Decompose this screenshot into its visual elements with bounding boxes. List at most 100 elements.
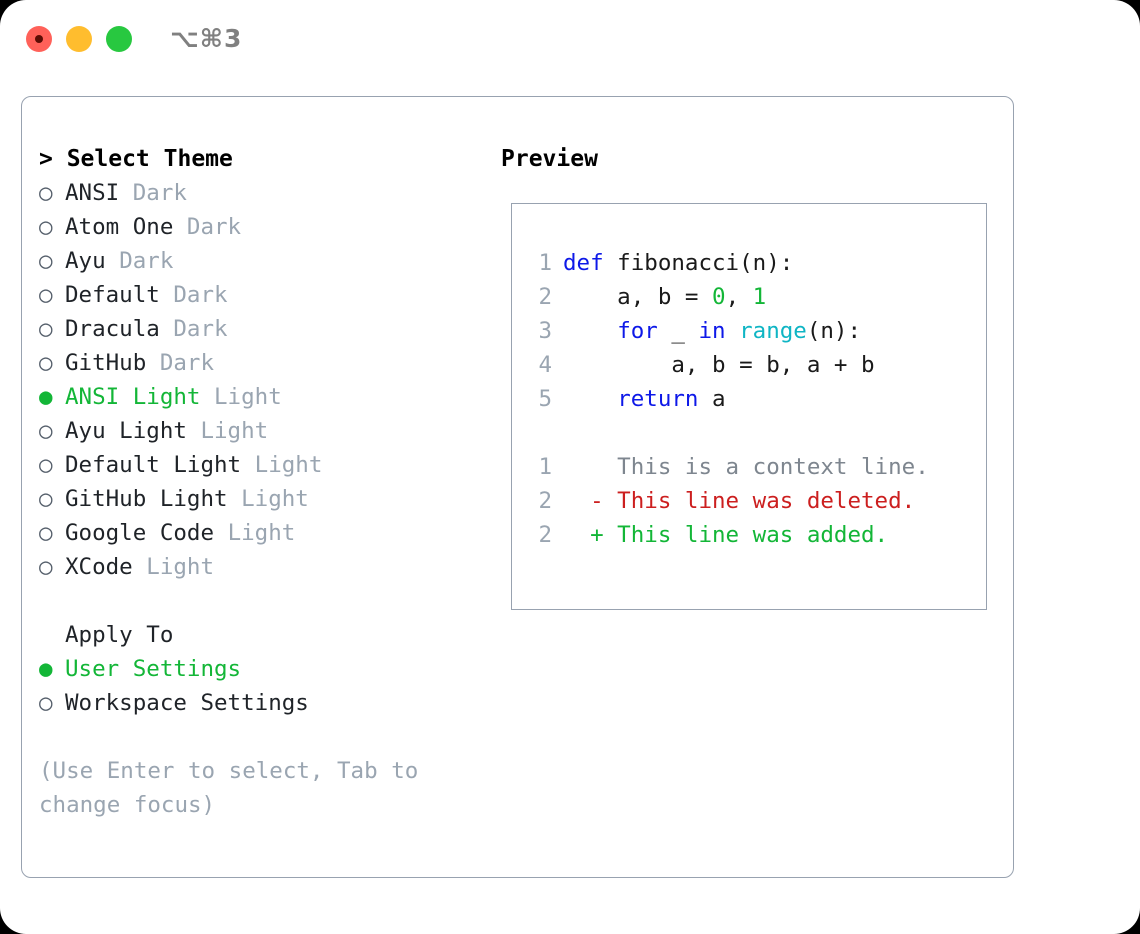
- theme-variant-tag: Dark: [159, 350, 215, 376]
- apply-to-option-workspace-settings[interactable]: ○ Workspace Settings: [39, 686, 499, 720]
- radio-unselected-icon: ○: [39, 520, 53, 546]
- code-token: in: [698, 318, 726, 344]
- theme-list[interactable]: ○ANSI Dark○Atom One Dark○Ayu Dark○Defaul…: [39, 176, 499, 584]
- radio-unselected-icon: ○: [39, 180, 53, 206]
- theme-variant-tag: Light: [254, 452, 323, 478]
- theme-name: ANSI: [65, 180, 133, 206]
- line-number: 2: [538, 284, 552, 310]
- minimize-button[interactable]: [66, 26, 92, 52]
- theme-name: ANSI Light: [65, 384, 215, 410]
- radio-unselected-icon: ○: [39, 690, 53, 716]
- recording-indicator-icon: [35, 35, 43, 43]
- preview-title: Preview: [501, 146, 598, 172]
- theme-option-xcode[interactable]: ○ XCode Light: [39, 550, 499, 584]
- apply-to-header: Apply To: [65, 622, 174, 648]
- diff-line: 2 + This line was added.: [526, 518, 980, 552]
- theme-variant-tag: Light: [241, 486, 309, 512]
- radio-selected-icon: ●: [39, 384, 53, 410]
- radio-unselected-icon: ○: [39, 418, 53, 444]
- radio-unselected-icon: ○: [39, 350, 53, 376]
- theme-option-dracula[interactable]: ○ Dracula Dark: [39, 312, 499, 346]
- line-number: 2: [538, 522, 552, 548]
- code-token: a: [698, 386, 726, 412]
- theme-name: Default: [65, 282, 174, 308]
- theme-option-default[interactable]: ○Default Dark: [39, 278, 499, 312]
- code-token: a, b =: [563, 284, 713, 310]
- radio-unselected-icon: ○: [39, 486, 53, 512]
- line-number: 1: [538, 250, 552, 276]
- line-number: 2: [538, 488, 552, 514]
- code-token: 0: [712, 284, 726, 310]
- apply-to-label: User Settings: [65, 656, 242, 682]
- theme-variant-tag: Dark: [119, 248, 174, 274]
- line-number: 4: [538, 352, 552, 378]
- theme-option-ansi-light[interactable]: ● ANSI Light Light: [39, 380, 499, 414]
- code-token: (n):: [806, 318, 862, 344]
- apply-to-group[interactable]: ● User Settings ○ Workspace Settings: [39, 652, 499, 720]
- theme-name: GitHub Light: [65, 486, 242, 512]
- zoom-button[interactable]: [106, 26, 132, 52]
- code-line: 5 return a: [526, 382, 980, 416]
- theme-option-ayu-light[interactable]: ○ Ayu Light Light: [39, 414, 499, 448]
- code-line: 2 a, b = 0, 1: [526, 280, 980, 314]
- code-token: for: [617, 318, 658, 344]
- diff-line: 1 This is a context line.: [526, 450, 980, 484]
- theme-variant-tag: Light: [200, 418, 269, 444]
- theme-variant-tag: Dark: [173, 316, 228, 342]
- code-token: ,: [725, 284, 753, 310]
- theme-variant-tag: Dark: [186, 214, 242, 240]
- line-number: 5: [538, 386, 552, 412]
- theme-variant-tag: Light: [214, 384, 282, 410]
- diff-text: + This line was added.: [563, 522, 889, 548]
- theme-name: Ayu Light: [65, 418, 201, 444]
- theme-option-default-light[interactable]: ○Default Light Light: [39, 448, 499, 482]
- apply-to-label: Workspace Settings: [65, 690, 309, 716]
- theme-option-github[interactable]: ○ GitHub Dark: [39, 346, 499, 380]
- theme-variant-tag: Light: [146, 554, 215, 580]
- code-token: [563, 318, 617, 344]
- content-panel: > Select Theme ○ANSI Dark○Atom One Dark○…: [21, 96, 1014, 878]
- theme-option-google-code[interactable]: ○ Google Code Light: [39, 516, 499, 550]
- code-token: a, b = b, a + b: [563, 352, 875, 378]
- theme-name: Google Code: [65, 520, 228, 546]
- code-token: def: [563, 250, 604, 276]
- line-number: 1: [538, 454, 552, 480]
- keyboard-shortcut-label: ⌥⌘3: [170, 24, 243, 53]
- code-token: [726, 318, 740, 344]
- theme-option-ayu[interactable]: ○Ayu Dark: [39, 244, 499, 278]
- code-line: 4 a, b = b, a + b: [526, 348, 980, 382]
- radio-unselected-icon: ○: [39, 282, 53, 308]
- diff-line: 2 - This line was deleted.: [526, 484, 980, 518]
- radio-selected-icon: ●: [39, 656, 53, 682]
- diff-sample: 1 This is a context line.2 - This line w…: [526, 450, 980, 552]
- theme-variant-tag: Light: [227, 520, 296, 546]
- radio-unselected-icon: ○: [39, 554, 53, 580]
- apply-to-option-user-settings[interactable]: ● User Settings: [39, 652, 499, 686]
- theme-option-atom-one[interactable]: ○ Atom One Dark: [39, 210, 499, 244]
- radio-unselected-icon: ○: [39, 214, 53, 240]
- line-number: 3: [538, 318, 552, 344]
- code-token: [563, 386, 617, 412]
- theme-option-ansi[interactable]: ○ ANSI Dark: [39, 176, 499, 210]
- theme-name: Dracula: [65, 316, 174, 342]
- radio-unselected-icon: ○: [39, 248, 53, 274]
- theme-option-github-light[interactable]: ○ GitHub Light Light: [39, 482, 499, 516]
- radio-unselected-icon: ○: [39, 316, 53, 342]
- code-line: 3 for _ in range(n):: [526, 314, 980, 348]
- theme-name: Default Light: [65, 452, 255, 478]
- code-token: _: [657, 318, 699, 344]
- title-bar: ⌥⌘3: [0, 0, 1140, 78]
- diff-text: - This line was deleted.: [563, 488, 916, 514]
- theme-variant-tag: Dark: [132, 180, 187, 206]
- theme-name: GitHub: [65, 350, 160, 376]
- code-token: range: [739, 318, 807, 344]
- theme-name: Atom One: [65, 214, 187, 240]
- code-token: return: [617, 386, 699, 412]
- theme-list-header: > Select Theme: [39, 146, 233, 172]
- theme-name: XCode: [65, 554, 147, 580]
